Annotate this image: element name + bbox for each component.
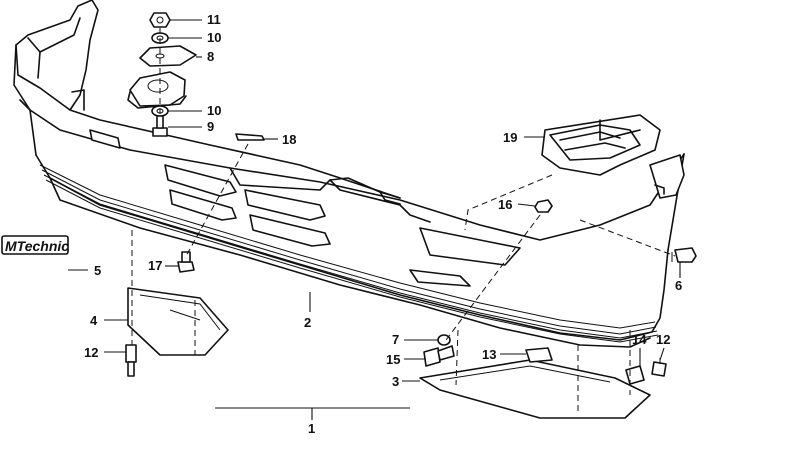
clip-13 xyxy=(525,347,553,363)
callout-15: 15 xyxy=(386,352,400,367)
callout-2: 2 xyxy=(304,315,311,330)
callout-12-left: 12 xyxy=(84,345,98,360)
callout-numbers: 11 10 8 10 9 18 19 16 17 5 6 2 4 12 7 15… xyxy=(84,12,682,436)
assembly-lines xyxy=(131,28,676,415)
callout-1: 1 xyxy=(308,421,315,436)
callout-19: 19 xyxy=(503,130,517,145)
callout-3: 3 xyxy=(392,374,399,389)
hanger-bracket xyxy=(127,71,187,109)
clip-14 xyxy=(625,365,645,385)
stud-12-left xyxy=(125,344,137,377)
screw-17 xyxy=(177,251,195,273)
callout-10-bottom: 10 xyxy=(207,103,221,118)
callout-8: 8 xyxy=(207,49,214,64)
callout-11: 11 xyxy=(207,12,221,27)
clip-6 xyxy=(671,247,697,263)
leader-lines xyxy=(68,19,681,420)
spoiler-left xyxy=(127,287,229,356)
air-duct xyxy=(541,114,661,176)
callout-14: 14 xyxy=(632,332,647,347)
nut-11 xyxy=(149,12,171,28)
spoiler-right xyxy=(419,359,651,419)
callout-4: 4 xyxy=(90,313,98,328)
callout-13: 13 xyxy=(482,347,496,362)
callout-10-top: 10 xyxy=(207,30,221,45)
callout-7: 7 xyxy=(392,332,399,347)
callout-5: 5 xyxy=(94,263,101,278)
mtechnic-badge: MTechnic xyxy=(1,235,69,255)
callout-6: 6 xyxy=(675,278,682,293)
bolt-9 xyxy=(152,115,168,137)
stud-12-right xyxy=(651,358,667,377)
callout-9: 9 xyxy=(207,119,214,134)
bumper-body xyxy=(13,0,685,348)
badge-text: MTechnic xyxy=(5,238,69,254)
clip-18 xyxy=(235,133,265,141)
nut-16 xyxy=(534,199,553,213)
callout-12-right: 12 xyxy=(656,332,670,347)
bolt-15 xyxy=(423,345,455,367)
callout-18: 18 xyxy=(282,132,296,147)
callout-16: 16 xyxy=(498,197,512,212)
bracket-8 xyxy=(139,45,197,67)
callout-17: 17 xyxy=(148,258,162,273)
